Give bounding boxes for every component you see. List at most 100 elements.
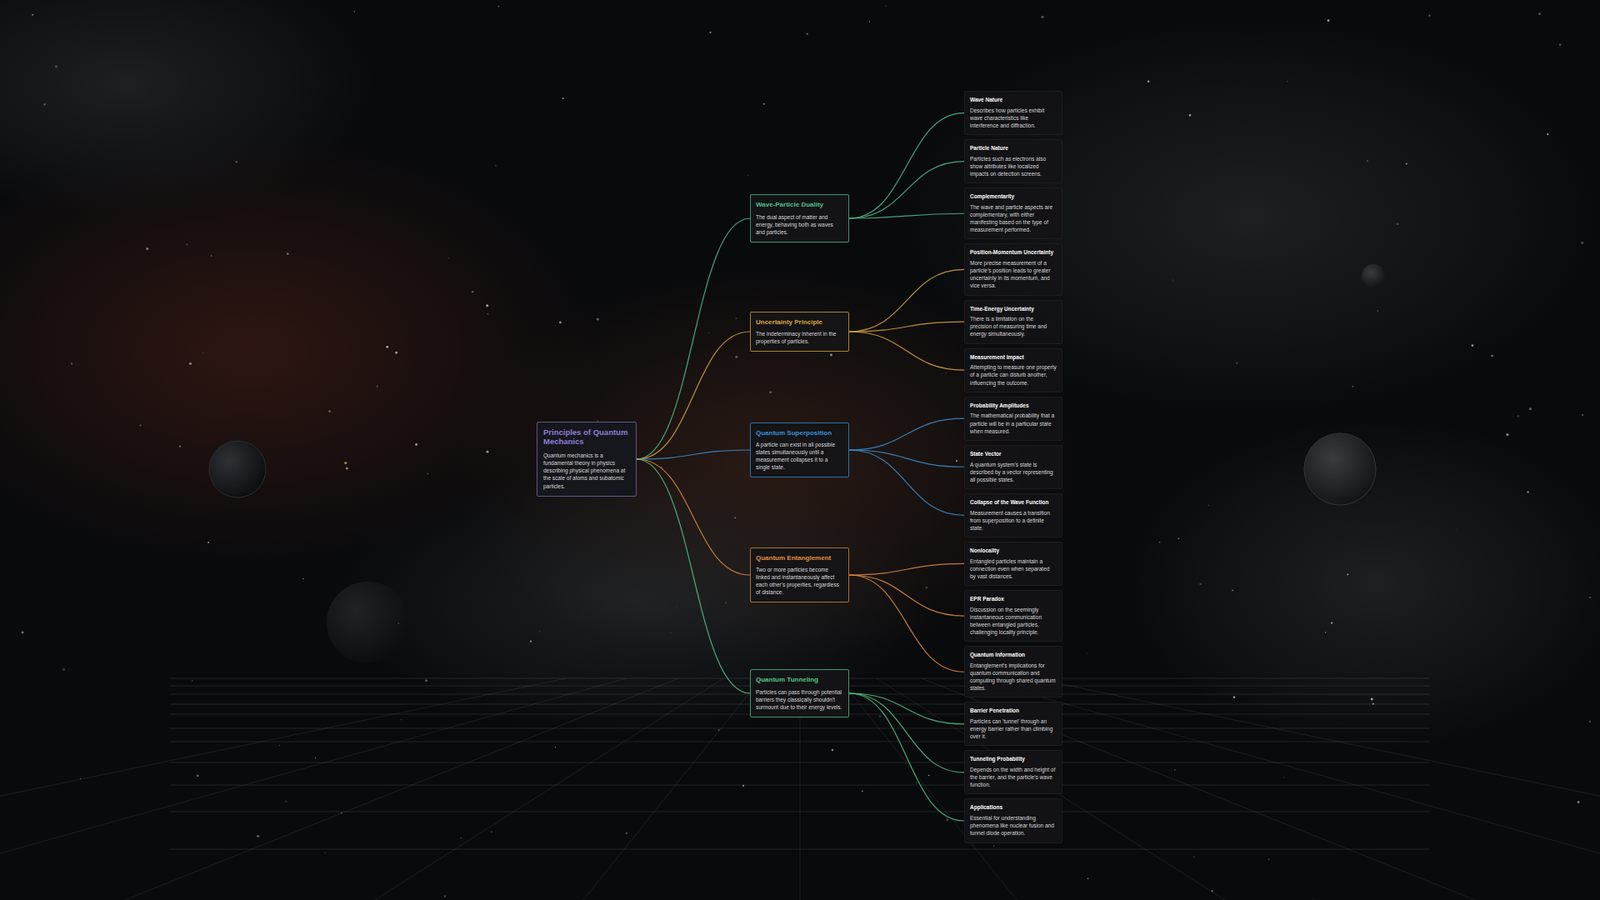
node-title: Time-Energy Uncertainty (970, 305, 1057, 313)
grid-line (125, 678, 679, 900)
star (345, 467, 349, 470)
star (1330, 622, 1333, 625)
node-title: Position-Momentum Uncertainty (970, 249, 1057, 256)
detail-box: State VectorA quantum system's state is … (964, 445, 1063, 490)
star (676, 607, 678, 609)
star (735, 355, 738, 359)
connector (849, 693, 965, 773)
planet (326, 581, 409, 664)
star (55, 65, 58, 68)
detail-box: Wave NatureDescribes how particles exhib… (964, 90, 1063, 135)
star (1193, 856, 1195, 858)
star (460, 837, 463, 840)
detail-box: ComplementarityThe wave and particle asp… (964, 187, 1063, 240)
star (718, 729, 720, 731)
star (539, 630, 540, 632)
node-description: Attempting to measure one property of a … (970, 363, 1057, 386)
star (879, 715, 881, 717)
star (344, 461, 347, 465)
node-title: Barrier Penetration (970, 707, 1057, 715)
star (31, 14, 34, 16)
star (993, 845, 995, 847)
node-title: Quantum Superposition (755, 429, 844, 438)
detail-box: Position-Momentum UncertaintyMore precis… (964, 243, 1063, 295)
node-title: State Vector (970, 450, 1057, 458)
star (385, 345, 389, 349)
star (80, 778, 81, 780)
node-description: Quantum mechanics is a fundamental theor… (543, 451, 630, 490)
star (831, 749, 834, 751)
star (70, 362, 73, 365)
star (201, 351, 204, 354)
star (1456, 529, 1459, 531)
star (497, 5, 500, 8)
grid-line (974, 678, 1600, 900)
connector (849, 321, 965, 332)
star (1581, 414, 1584, 416)
star (1505, 433, 1509, 436)
star (596, 317, 600, 320)
star (1189, 114, 1191, 116)
node-description: Entangled particles maintain a connectio… (970, 557, 1057, 580)
star (1325, 631, 1326, 633)
connector (849, 575, 965, 672)
node-title: Tunneling Probability (970, 755, 1057, 763)
star (1428, 15, 1430, 17)
star (444, 895, 446, 898)
connector (636, 459, 750, 694)
star (471, 290, 474, 293)
star (1159, 541, 1161, 544)
node-description: Measurement causes a transition from sup… (970, 509, 1057, 532)
star (324, 851, 325, 853)
star (1177, 537, 1180, 540)
star (285, 800, 288, 804)
star (400, 719, 402, 721)
star (1283, 776, 1285, 779)
star (279, 745, 281, 747)
node-title: Quantum Tunneling (755, 675, 844, 685)
star (928, 775, 930, 776)
star (1526, 490, 1529, 493)
star (763, 103, 765, 105)
star (625, 831, 629, 835)
star (315, 757, 316, 759)
connector (849, 113, 965, 219)
detail-box: Quantum InformationEntanglement's implic… (964, 645, 1063, 698)
node-description: The dual aspect of matter and energy, be… (755, 213, 844, 236)
node-title: Nonlocality (970, 547, 1057, 555)
star (1147, 80, 1150, 83)
node-description: Particles can pass through potential bar… (755, 688, 844, 711)
star (709, 31, 711, 34)
star (139, 424, 141, 426)
star (286, 252, 290, 255)
grid-line (0, 678, 626, 900)
star (353, 10, 355, 13)
node-description: Describes how particles exhibit wave cha… (970, 106, 1057, 130)
star (21, 631, 25, 635)
star (1471, 344, 1475, 347)
connector (636, 459, 750, 575)
connector (849, 563, 965, 575)
star (235, 160, 238, 163)
star (1559, 43, 1562, 46)
star (1396, 222, 1400, 225)
star (1589, 596, 1591, 599)
planet (209, 440, 266, 498)
star (256, 835, 260, 838)
star (185, 243, 189, 246)
detail-box: Particle NatureParticles such as electro… (964, 139, 1063, 184)
node-description: Particles can 'tunnel' through an energy… (970, 717, 1057, 740)
star (861, 790, 864, 793)
node-description: The indeterminacy inherent in the proper… (755, 330, 844, 345)
star (1087, 877, 1090, 880)
star (395, 351, 398, 355)
star (210, 255, 212, 256)
star (742, 785, 745, 787)
connector (849, 269, 965, 332)
nebula (0, 0, 375, 217)
connector (849, 450, 965, 515)
star (1172, 279, 1175, 281)
node-title: Complementarity (970, 193, 1057, 200)
star (1351, 385, 1354, 388)
node-title: Collapse of the Wave Function (970, 499, 1057, 506)
